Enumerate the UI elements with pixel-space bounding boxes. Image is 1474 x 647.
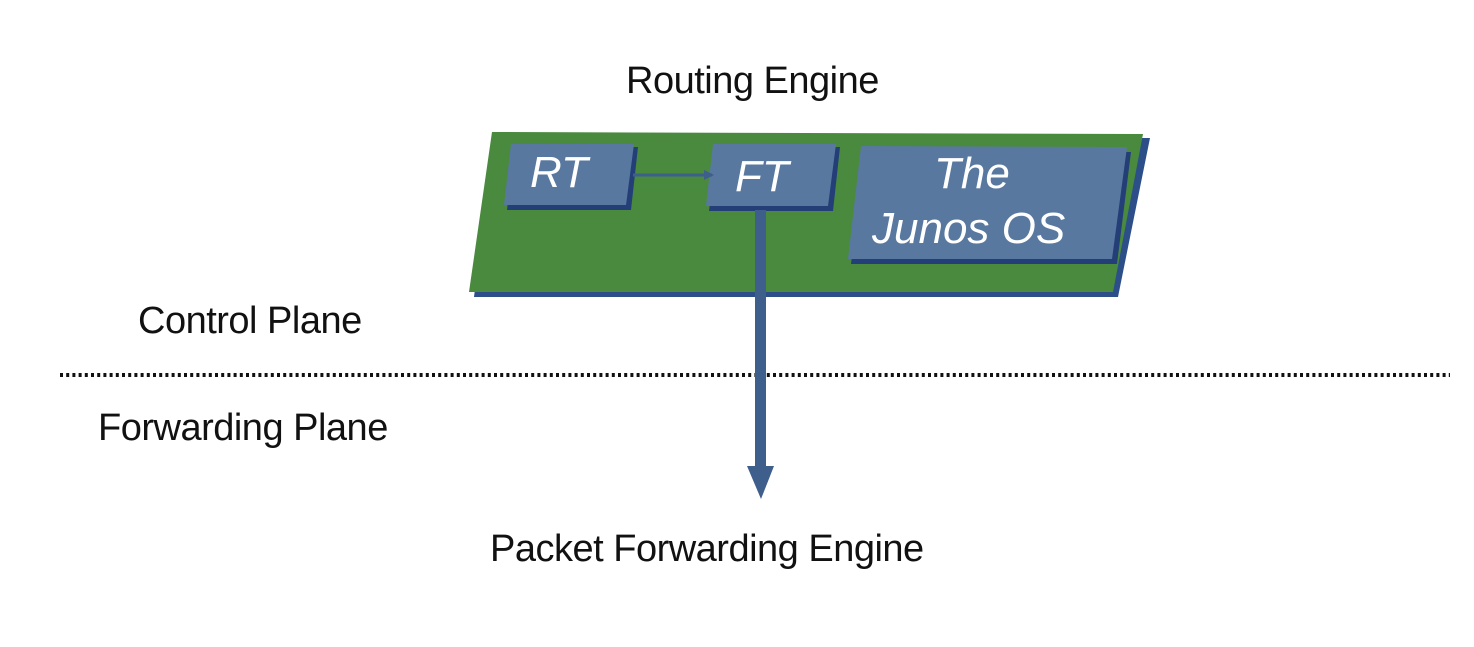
junos-os-box: The Junos OS xyxy=(848,146,1131,264)
junos-os-line1: The xyxy=(934,149,1010,198)
rt-box: RT xyxy=(504,144,638,210)
routing-engine-label: Routing Engine xyxy=(626,60,879,102)
junos-os-line2: Junos OS xyxy=(871,204,1065,253)
packet-forwarding-engine-label: Packet Forwarding Engine xyxy=(490,528,924,570)
control-plane-label: Control Plane xyxy=(138,300,362,342)
ft-box: FT xyxy=(706,144,840,211)
ft-to-pfe-arrow xyxy=(747,210,774,499)
forwarding-plane-label: Forwarding Plane xyxy=(98,407,388,449)
rt-box-label: RT xyxy=(530,148,591,197)
ft-box-label: FT xyxy=(735,152,792,201)
